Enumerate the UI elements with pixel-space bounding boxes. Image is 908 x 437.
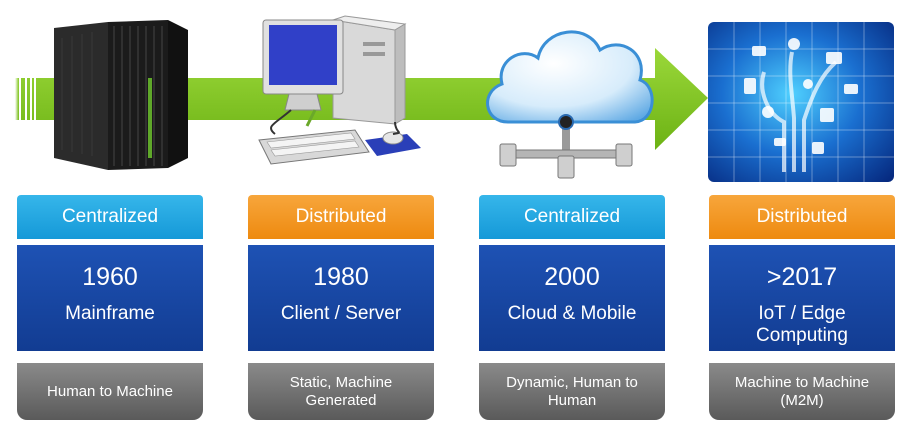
era-panel: >2017 IoT / Edge Computing [709,245,895,351]
era-label: Client / Server [280,303,402,324]
cloud-icon [486,30,654,179]
era-interaction: Static, Machine Generated [248,363,434,420]
era-label: Cloud & Mobile [507,303,637,324]
era-model-header: Centralized [479,195,665,239]
era-model-header: Centralized [17,195,203,239]
mainframe-icon [54,20,188,170]
era-panel: 2000 Cloud & Mobile [479,245,665,351]
era-panel: 1960 Mainframe [17,245,203,351]
desktop-computer-icon [258,15,421,165]
era-year: 1980 [313,263,369,291]
era-model-header: Distributed [709,195,895,239]
era-year: 2000 [544,263,600,291]
era-interaction: Human to Machine [17,363,203,420]
era-interaction: Dynamic, Human to Human [479,363,665,420]
era-interaction: Machine to Machine (M2M) [709,363,895,420]
era-label: IoT / Edge Computing [756,303,848,346]
era-year: 1960 [82,263,138,291]
era-year: >2017 [766,263,838,291]
era-column-1980: Distributed 1980 Client / Server Static,… [248,195,434,420]
era-column-2017: Distributed >2017 IoT / Edge Computing M… [709,195,895,420]
iot-devices-icon [708,22,894,182]
era-column-1960: Centralized 1960 Mainframe Human to Mach… [17,195,203,420]
era-column-2000: Centralized 2000 Cloud & Mobile Dynamic,… [479,195,665,420]
era-panel: 1980 Client / Server [248,245,434,351]
era-label: Mainframe [65,303,155,324]
era-model-header: Distributed [248,195,434,239]
